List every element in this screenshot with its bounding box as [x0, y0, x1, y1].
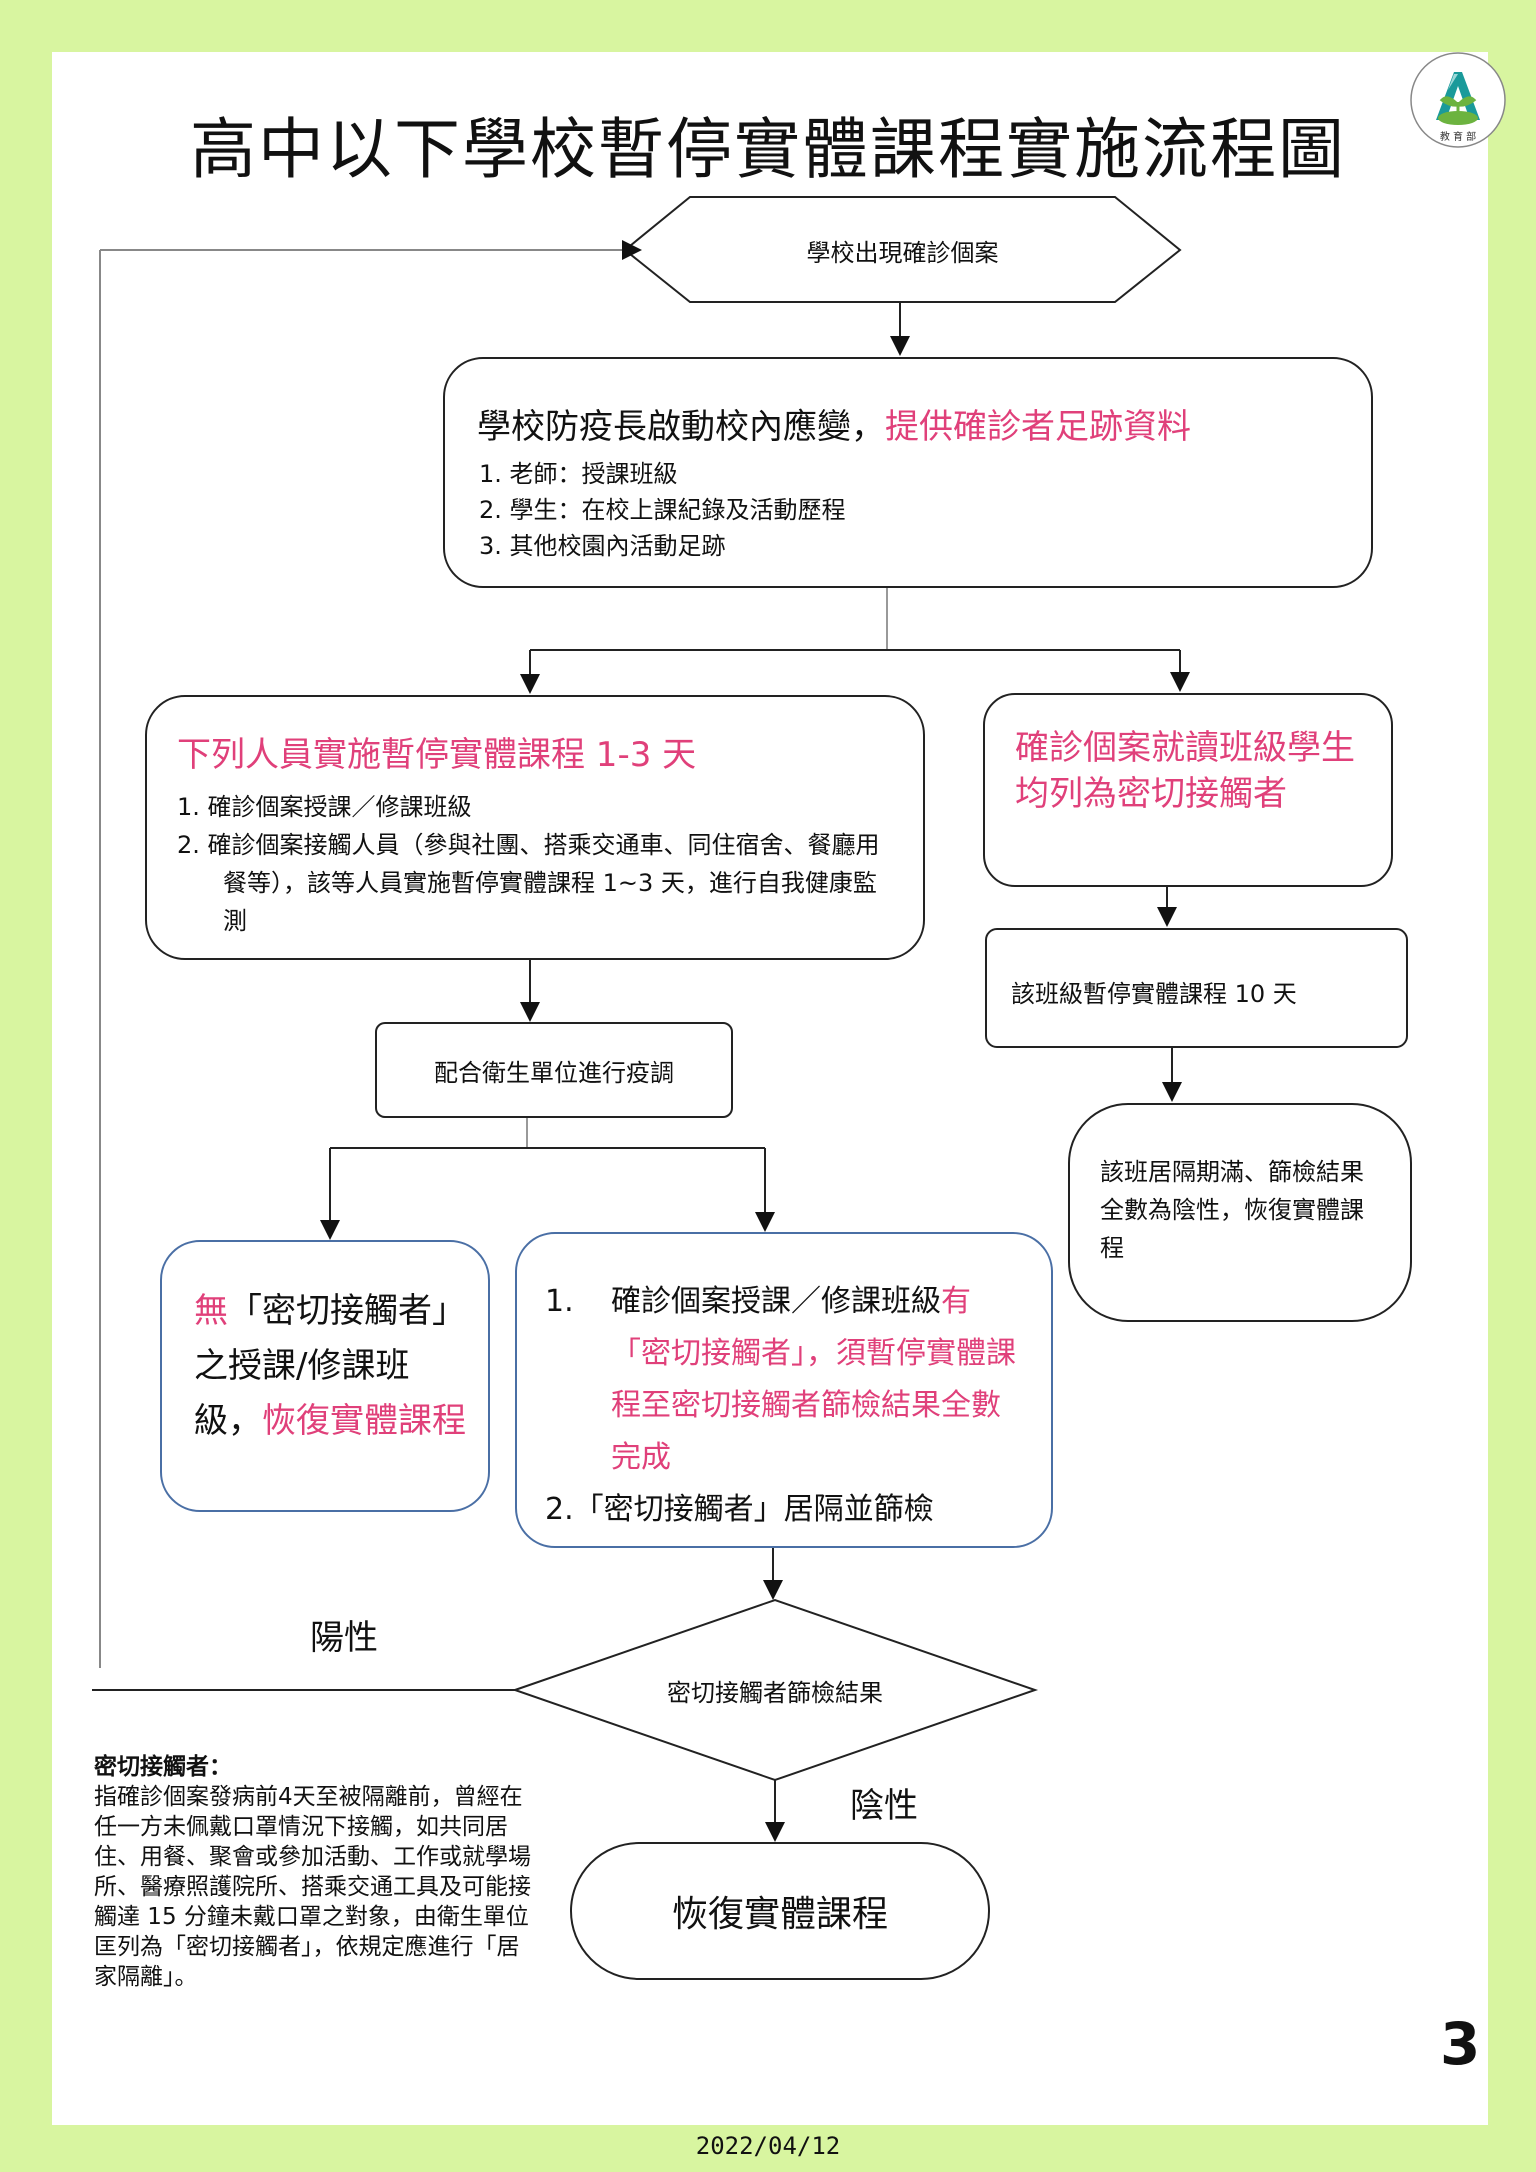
no-contact-resume: 恢復實體課程	[262, 1401, 466, 1441]
class-suspend-box: 該班級暫停實體課程 10 天	[985, 928, 1408, 1048]
page-number: 3	[1440, 2010, 1481, 2078]
step1-title-highlight: 提供確診者足跡資料	[885, 407, 1191, 447]
no-contact-box: 無「密切接觸者」之授課/修課班級，恢復實體課程	[160, 1240, 490, 1512]
footnote: 密切接觸者： 指確診個案發病前4天至被隔離前，曾經在任一方未佩戴口罩情況下接觸，…	[94, 1752, 534, 1992]
page-title: 高中以下學校暫停實體課程實施流程圖	[190, 111, 1346, 188]
left-branch-item: 2. 確診個案接觸人員（參與社團、搭乘交通車、同住宿舍、餐廳用餐等），該等人員實…	[177, 831, 880, 935]
has-contact-highlight: 有「密切接觸者」，須暫停實體課程至密切接觸者篩檢結果全數完成	[611, 1284, 1016, 1475]
has-contact-item2: 2.「密切接觸者」居隔並篩檢	[545, 1492, 934, 1527]
left-branch-title: 下列人員實施暫停實體課程 1-3 天	[177, 735, 697, 775]
decision-diamond	[511, 1598, 1039, 1782]
step1-item: 2. 學生：在校上課紀錄及活動歷程	[479, 496, 846, 524]
no-contact-prefix: 無	[194, 1291, 228, 1331]
ministry-of-education-logo: 教 育 部	[1410, 52, 1506, 148]
left-branch-item: 1. 確診個案授課／修課班級	[177, 793, 472, 821]
step1-item: 1. 老師：授課班級	[479, 460, 678, 488]
investigation-box: 配合衛生單位進行疫調	[375, 1022, 733, 1118]
has-contact-text: 確診個案授課／修課班級	[611, 1284, 941, 1319]
positive-label: 陽性	[310, 1618, 378, 1658]
decision-label: 密切接觸者篩檢結果	[667, 1678, 883, 1707]
svg-text:教 育 部: 教 育 部	[1440, 130, 1476, 143]
left-branch-box: 下列人員實施暫停實體課程 1-3 天 1. 確診個案授課／修課班級 2. 確診個…	[145, 695, 925, 960]
has-contact-box: 1. 確診個案授課／修課班級有「密切接觸者」，須暫停實體課程至密切接觸者篩檢結果…	[515, 1232, 1053, 1548]
negative-label: 陰性	[850, 1786, 918, 1826]
class-resume-box: 該班居隔期滿、篩檢結果全數為陰性，恢復實體課程	[1068, 1103, 1412, 1322]
step1-title: 學校防疫長啟動校內應變，	[477, 407, 885, 447]
date: 2022/04/12	[695, 2132, 841, 2160]
end-node: 恢復實體課程	[570, 1842, 990, 1980]
no-contact-text: 「密切接觸者」之授課/修課班級，	[194, 1291, 466, 1441]
has-contact-number: 1.	[545, 1284, 574, 1319]
right-branch-box: 確診個案就讀班級學生均列為密切接觸者	[983, 693, 1393, 887]
footnote-body: 指確診個案發病前4天至被隔離前，曾經在任一方未佩戴口罩情況下接觸，如共同居住、用…	[94, 1784, 531, 1990]
start-hexagon	[623, 196, 1182, 303]
footnote-heading: 密切接觸者：	[94, 1754, 232, 1780]
step1-item: 3. 其他校園內活動足跡	[479, 532, 726, 560]
start-node: 學校出現確診個案	[806, 238, 999, 267]
step1-box: 學校防疫長啟動校內應變，提供確診者足跡資料 1. 老師：授課班級 2. 學生：在…	[443, 357, 1373, 588]
